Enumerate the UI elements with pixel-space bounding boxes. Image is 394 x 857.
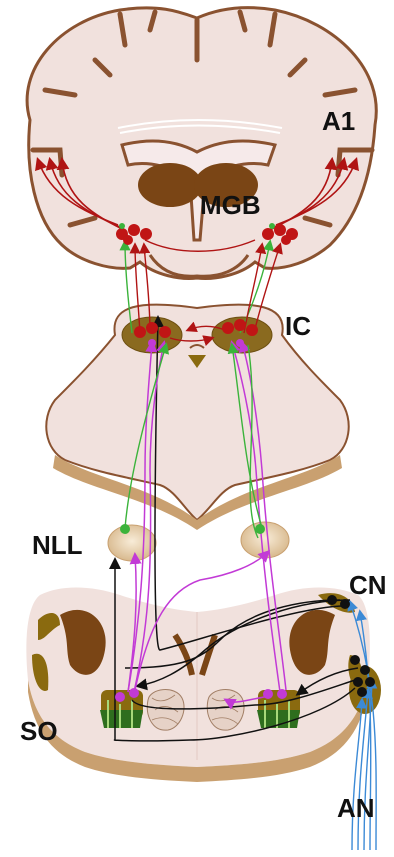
label-ic: IC (285, 313, 311, 339)
label-so: SO (20, 718, 58, 744)
label-nll: NLL (32, 532, 83, 558)
label-cn: CN (349, 572, 387, 598)
cerebral-cortex (27, 8, 376, 279)
brainstem-section (26, 588, 381, 783)
label-mgb: MGB (200, 192, 261, 218)
label-an: AN (337, 795, 375, 821)
label-a1: A1 (322, 108, 355, 134)
